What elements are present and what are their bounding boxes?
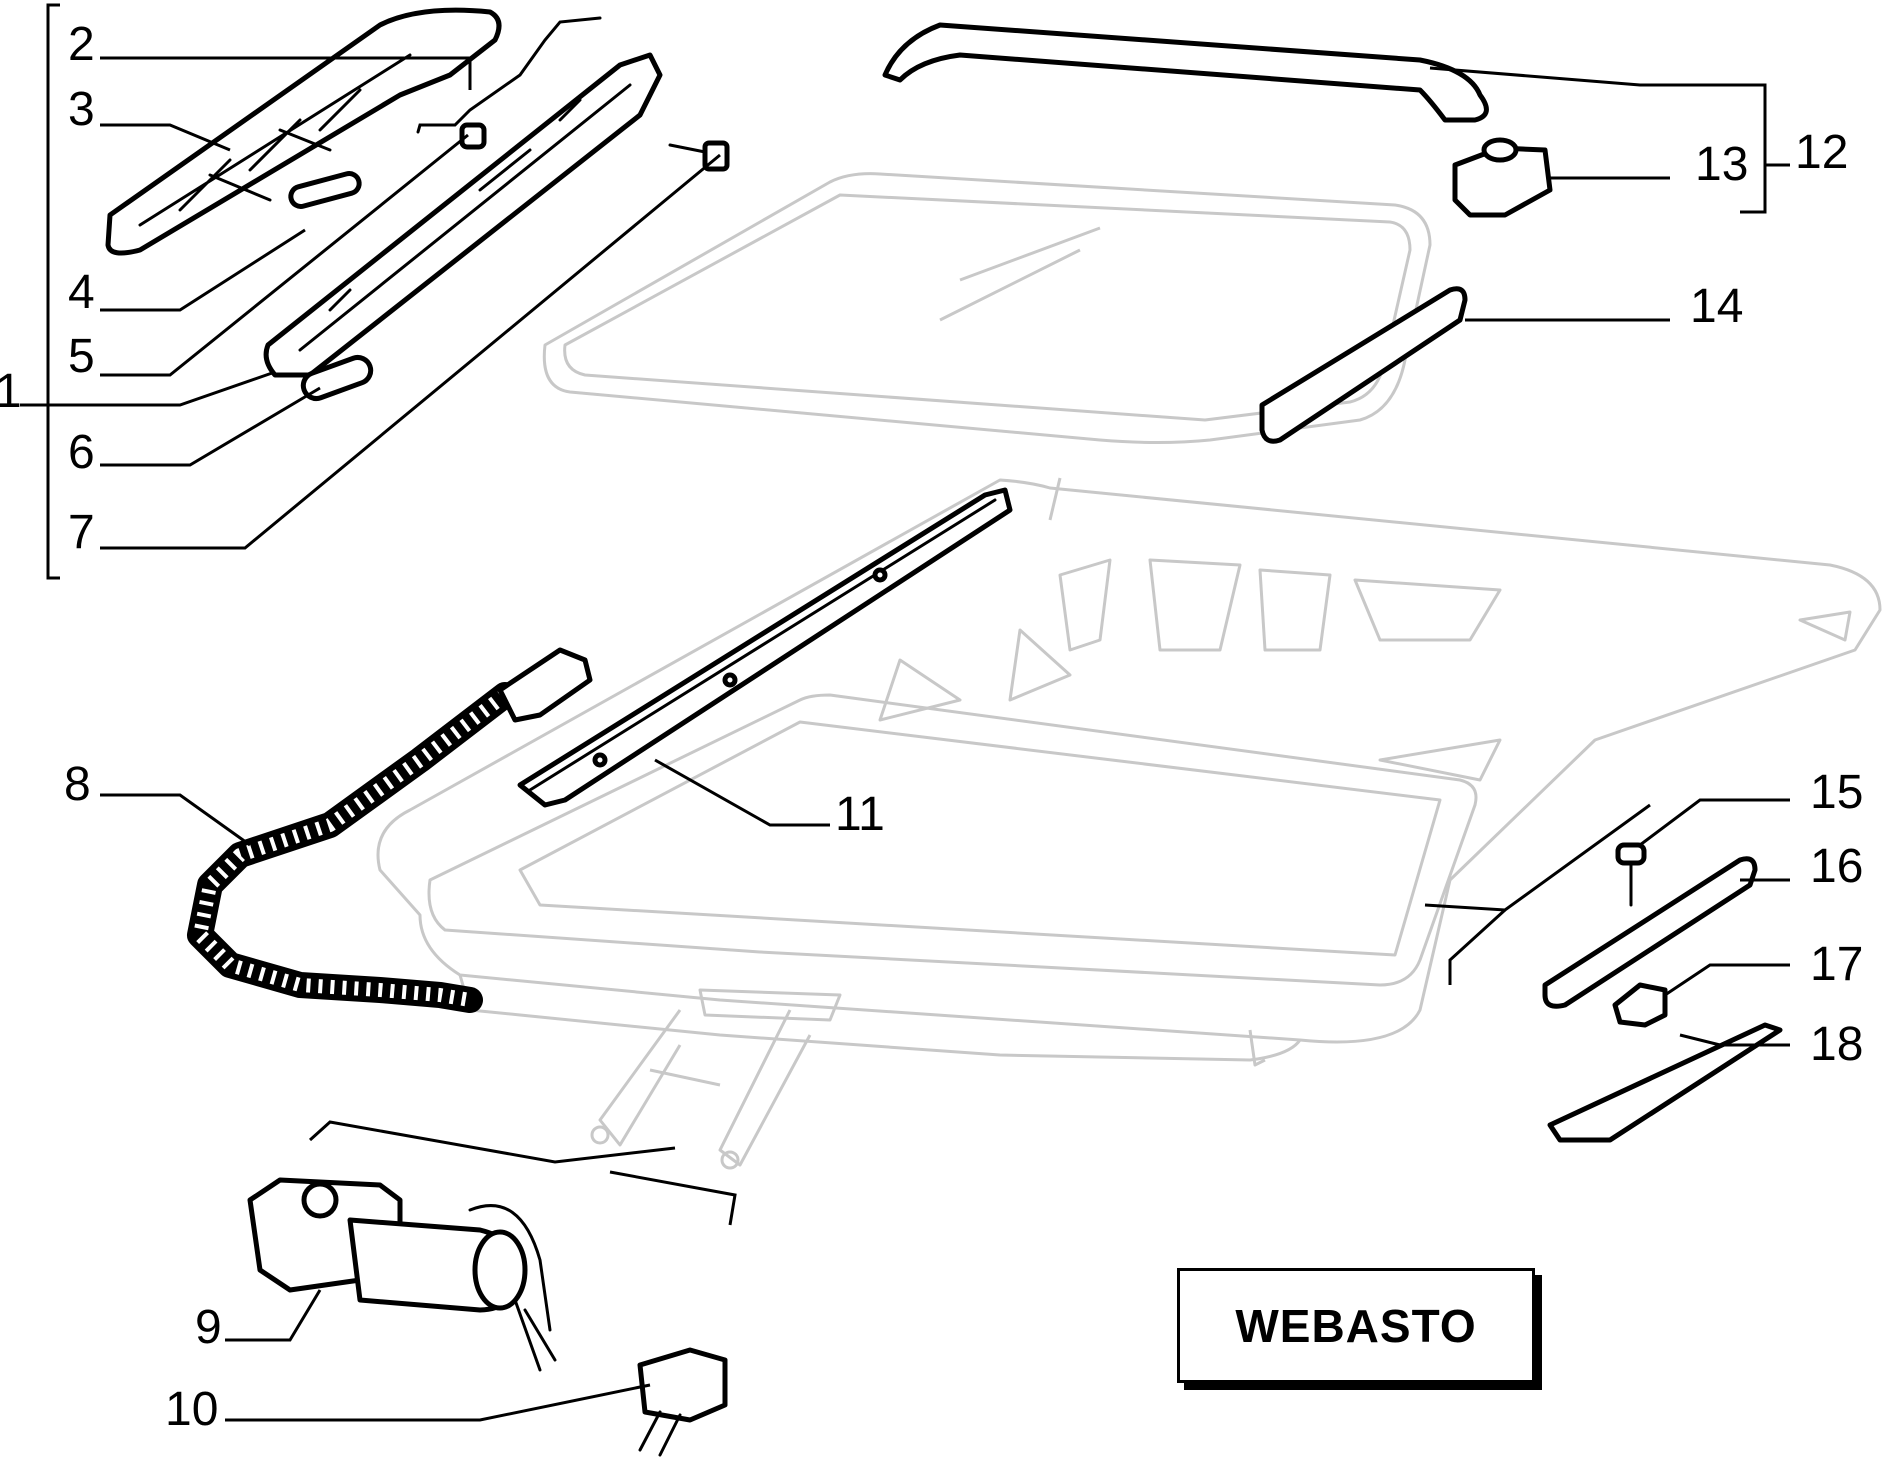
part-18-slider (1547, 1022, 1783, 1143)
part-12-deflector (882, 22, 1489, 123)
callout-16: 16 (1810, 840, 1863, 893)
callout-labels: 2 3 4 5 1 6 7 8 9 10 11 12 13 14 15 16 1… (0, 18, 1863, 1436)
callout-8: 8 (64, 758, 91, 811)
brand-label-box: WEBASTO (1177, 1268, 1535, 1383)
part-15-bolt (1615, 842, 1647, 907)
roof-frame-ghost (376, 172, 1882, 1170)
part-13-clip (1452, 137, 1553, 218)
part-16-plate (1542, 856, 1758, 1009)
callout-2: 2 (68, 18, 95, 71)
callout-10: 10 (165, 1383, 218, 1436)
part-10-relay (637, 1347, 728, 1457)
part-4-pad (288, 171, 362, 209)
brand-label: WEBASTO (1235, 1299, 1477, 1352)
leader-lines (20, 3, 1790, 1422)
callout-9: 9 (195, 1301, 222, 1354)
part-17-clip (1612, 982, 1668, 1028)
callout-1: 1 (0, 365, 22, 418)
callout-7: 7 (68, 506, 95, 559)
part-6-pad (300, 354, 374, 402)
callout-6: 6 (68, 426, 95, 479)
callout-17: 17 (1810, 938, 1863, 991)
callout-13: 13 (1695, 138, 1748, 191)
part-9-motor (247, 1177, 557, 1372)
part-3-guide-cover (105, 7, 502, 256)
callout-18: 18 (1810, 1018, 1863, 1071)
part-11-rail (517, 487, 1013, 808)
callout-3: 3 (68, 83, 95, 136)
part-8-drive-cable (187, 647, 593, 1013)
callout-12: 12 (1795, 126, 1848, 179)
part-14-seal (1259, 286, 1468, 444)
callout-11: 11 (835, 788, 885, 841)
part-5-nut (459, 122, 487, 150)
part-2-wire-link (416, 16, 602, 134)
callout-4: 4 (68, 266, 95, 319)
callout-15: 15 (1810, 766, 1863, 819)
callout-5: 5 (68, 330, 95, 383)
part-7-screw (668, 140, 730, 172)
callout-14: 14 (1690, 280, 1743, 333)
